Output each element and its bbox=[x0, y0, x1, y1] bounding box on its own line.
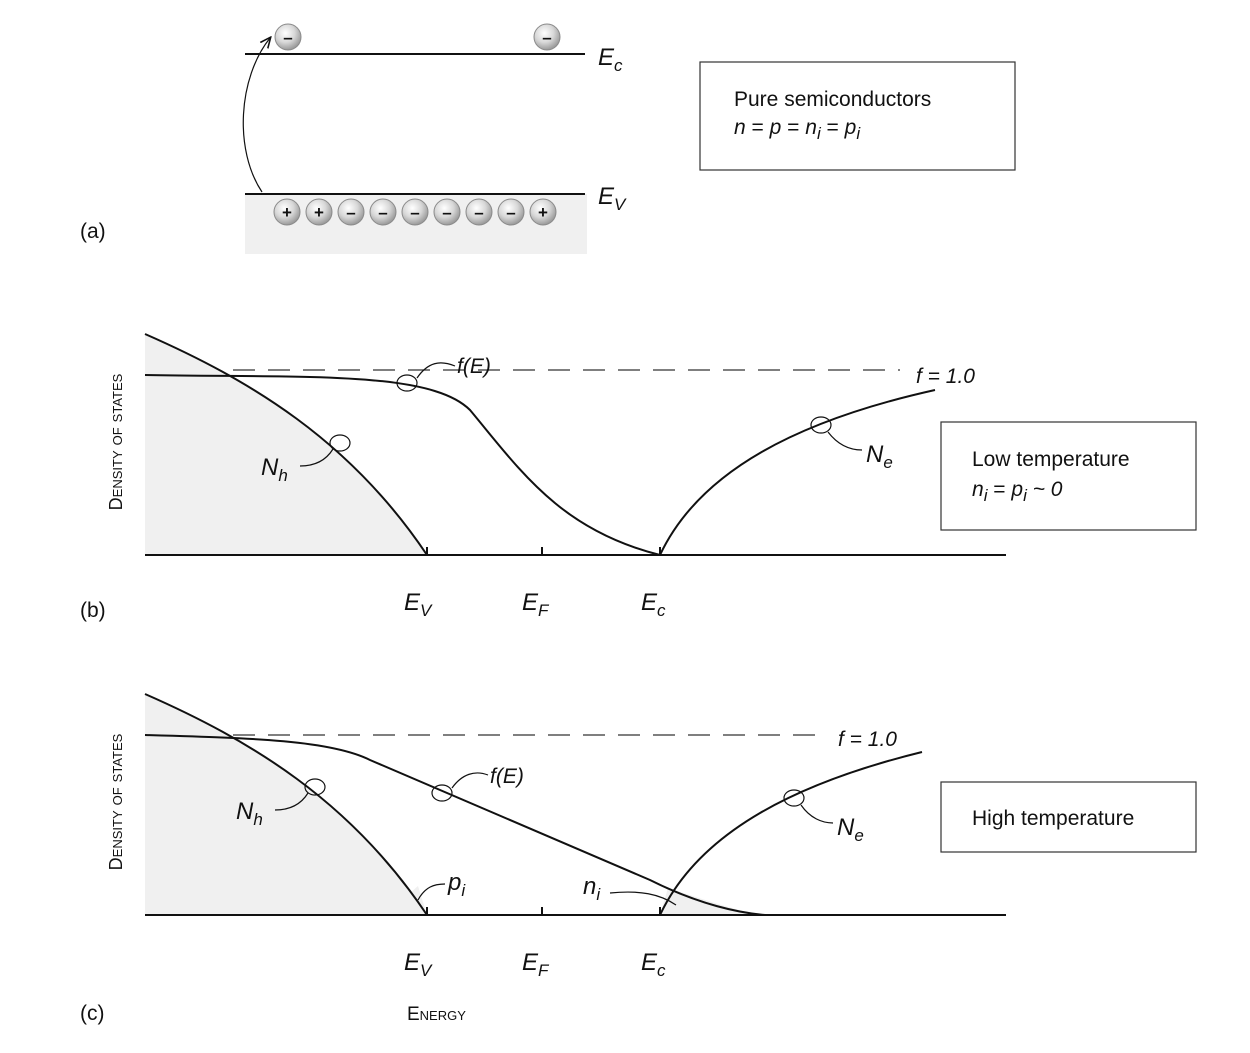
pure-semiconductor-title: Pure semiconductors bbox=[734, 88, 931, 111]
carrier-sign-vb-8: + bbox=[538, 203, 548, 222]
pi-leader-c bbox=[417, 883, 446, 901]
carrier-sign-vb-3: – bbox=[378, 203, 387, 222]
ne-marker-c bbox=[783, 789, 805, 807]
ne-label-c: Ne bbox=[837, 814, 864, 845]
pi-label-c: pi bbox=[447, 869, 466, 900]
electron-vb-6 bbox=[465, 198, 493, 226]
carrier-sign-cb-0: – bbox=[283, 28, 292, 47]
ne-leader-c bbox=[800, 804, 834, 824]
ev-tick-label-b: EV bbox=[404, 589, 433, 620]
carrier-sign-vb-0: + bbox=[282, 203, 292, 222]
carrier-sign-vb-5: – bbox=[442, 203, 451, 222]
nh-label-c: Nh bbox=[236, 798, 263, 829]
ec-tick-label-c: Ec bbox=[641, 949, 666, 980]
ev-tick-label-c: EV bbox=[404, 949, 433, 980]
f-level-label-b: f = 1.0 bbox=[916, 365, 975, 388]
f-marker-c bbox=[431, 784, 453, 802]
electron-vb-3 bbox=[369, 198, 397, 226]
ec-label-a: Ec bbox=[598, 44, 623, 75]
ylabel-c: Density of states bbox=[106, 733, 126, 870]
nh-label-b: Nh bbox=[261, 454, 288, 485]
fermi-function-curve-b bbox=[144, 374, 661, 556]
low-temperature-equation: ni = pi ~ 0 bbox=[972, 478, 1063, 505]
electron-cb-1 bbox=[533, 23, 561, 51]
fermi-function-curve-c bbox=[144, 734, 766, 916]
carrier-sign-vb-1: + bbox=[314, 203, 324, 222]
ne-leader-b bbox=[827, 431, 863, 451]
carrier-sign-cb-1: – bbox=[542, 28, 551, 47]
xlabel-c: Energy bbox=[407, 1004, 466, 1025]
ef-tick-label-c: EF bbox=[522, 949, 550, 980]
electron-dos-curve-c bbox=[659, 751, 923, 916]
hole-vb-0 bbox=[273, 198, 301, 226]
panel-a-tag: (a) bbox=[80, 220, 106, 243]
panel-b-tag: (b) bbox=[80, 599, 106, 622]
f-label-b: f(E) bbox=[457, 355, 491, 378]
ec-tick-label-b: Ec bbox=[641, 589, 666, 620]
nh-leader-b bbox=[299, 448, 334, 467]
electron-vb-5 bbox=[433, 198, 461, 226]
carrier-sign-vb-4: – bbox=[410, 203, 419, 222]
high-temperature-title: High temperature bbox=[972, 807, 1134, 830]
low-temperature-box bbox=[940, 421, 1197, 531]
f-leader-c bbox=[451, 772, 489, 789]
electron-cb-0 bbox=[274, 23, 302, 51]
electron-vb-7 bbox=[497, 198, 525, 226]
nh-leader-c bbox=[274, 792, 309, 811]
ne-marker-b bbox=[810, 416, 832, 434]
panel-c: f(E) f = 1.0 Nh Ne pi ni EV EF Ec (c) En… bbox=[80, 693, 1197, 1025]
f-level-label-c: f = 1.0 bbox=[838, 728, 897, 751]
conduction-carriers: –– bbox=[274, 23, 561, 51]
valence-states-fill-b bbox=[145, 334, 427, 555]
carrier-sign-vb-2: – bbox=[346, 203, 355, 222]
nh-marker-c bbox=[304, 778, 326, 796]
pi-fill-c bbox=[385, 886, 427, 915]
f-label-c: f(E) bbox=[490, 765, 524, 788]
carrier-sign-vb-6: – bbox=[474, 203, 483, 222]
f-leader-b bbox=[416, 362, 456, 379]
ne-label-b: Ne bbox=[866, 441, 893, 472]
high-temperature-box bbox=[940, 781, 1197, 853]
excitation-arrow bbox=[242, 38, 270, 193]
panel-a: –– ++––––––+ Ec EV (a) Pure semiconducto… bbox=[80, 23, 1016, 254]
electron-vb-2 bbox=[337, 198, 365, 226]
pure-semiconductor-equation: n = p = ni = pi bbox=[734, 116, 861, 143]
hole-dos-curve-c bbox=[144, 693, 428, 916]
ni-label-c: ni bbox=[583, 873, 601, 904]
panel-b: f(E) f = 1.0 Nh Ne EV EF Ec (b) Density … bbox=[80, 333, 1197, 622]
ef-tick-label-b: EF bbox=[522, 589, 550, 620]
f-marker-b bbox=[396, 374, 418, 392]
low-temperature-title: Low temperature bbox=[972, 448, 1130, 471]
ylabel-b: Density of states bbox=[106, 373, 126, 510]
hole-vb-1 bbox=[305, 198, 333, 226]
valence-states-fill-c bbox=[145, 694, 427, 915]
ev-label-a: EV bbox=[598, 183, 627, 214]
valence-carriers: + + – – – – – – + bbox=[273, 198, 557, 226]
electron-dos-curve-b bbox=[659, 389, 936, 556]
panel-c-tag: (c) bbox=[80, 1002, 105, 1025]
hole-vb-8 bbox=[529, 198, 557, 226]
electron-vb-4 bbox=[401, 198, 429, 226]
pure-semiconductor-box bbox=[699, 61, 1016, 171]
carrier-sign-vb-7: – bbox=[506, 203, 515, 222]
ni-leader-c bbox=[609, 891, 677, 906]
nh-marker-b bbox=[329, 434, 351, 452]
hole-dos-curve-b bbox=[144, 333, 428, 556]
